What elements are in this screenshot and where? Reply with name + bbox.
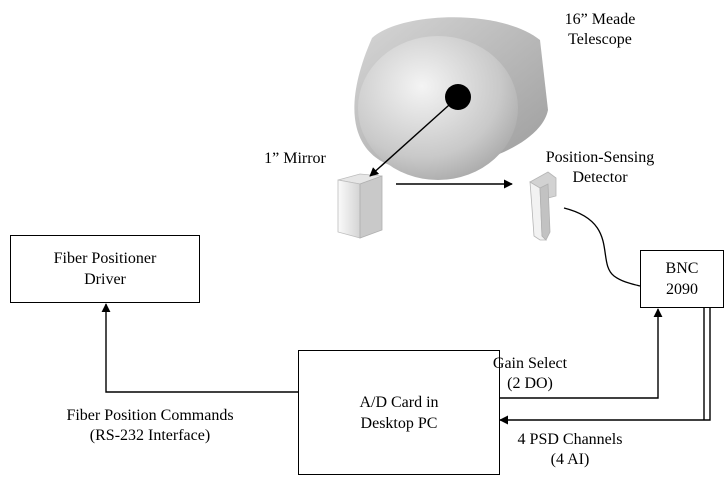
bnc-line1: BNC <box>665 260 699 277</box>
psd-channels-line1: 4 PSD Channels <box>517 431 623 448</box>
ad-card-box: A/D Card in Desktop PC <box>298 350 500 475</box>
gain-select-line2: (2 DO) <box>507 375 553 392</box>
gain-select-label: Gain Select (2 DO) <box>475 354 585 394</box>
mirror-label: 1” Mirror <box>240 149 350 169</box>
fiber-commands-line1: Fiber Position Commands <box>66 407 234 424</box>
psd-channels-label: 4 PSD Channels (4 AI) <box>500 430 640 470</box>
arrow-fiber-commands <box>101 303 298 393</box>
fiber-driver-line2: Driver <box>84 271 126 288</box>
mirror-icon <box>337 173 383 239</box>
detector-icon <box>529 171 557 241</box>
detector-label-line1: Position-Sensing <box>545 149 655 166</box>
fiber-driver-line1: Fiber Positioner <box>53 250 157 267</box>
detector-cable <box>563 207 641 287</box>
detector-label-line2: Detector <box>572 169 628 186</box>
arrow-psd-channels <box>499 292 711 425</box>
beam-arrow-telescope-mirror <box>369 96 459 177</box>
mirror-label-text: 1” Mirror <box>264 150 326 167</box>
ad-card-line1: A/D Card in <box>359 393 439 411</box>
telescope-label: 16” Meade Telescope <box>540 10 660 50</box>
fiber-commands-line2: (RS-232 Interface) <box>89 427 211 444</box>
gain-select-line1: Gain Select <box>492 355 568 372</box>
telescope-label-line2: Telescope <box>568 31 632 48</box>
detector-label: Position-Sensing Detector <box>530 148 670 188</box>
fiber-positioner-driver-box: Fiber Positioner Driver <box>10 235 200 303</box>
telescope-icon <box>354 17 548 180</box>
bnc-line2: 2090 <box>666 281 698 298</box>
telescope-label-line1: 16” Meade <box>564 11 636 28</box>
psd-channels-line2: (4 AI) <box>550 451 590 468</box>
fiber-commands-label: Fiber Position Commands (RS-232 Interfac… <box>20 406 280 446</box>
bnc-2090-box: BNC 2090 <box>640 250 724 308</box>
ad-card-line2: Desktop PC <box>360 414 438 432</box>
